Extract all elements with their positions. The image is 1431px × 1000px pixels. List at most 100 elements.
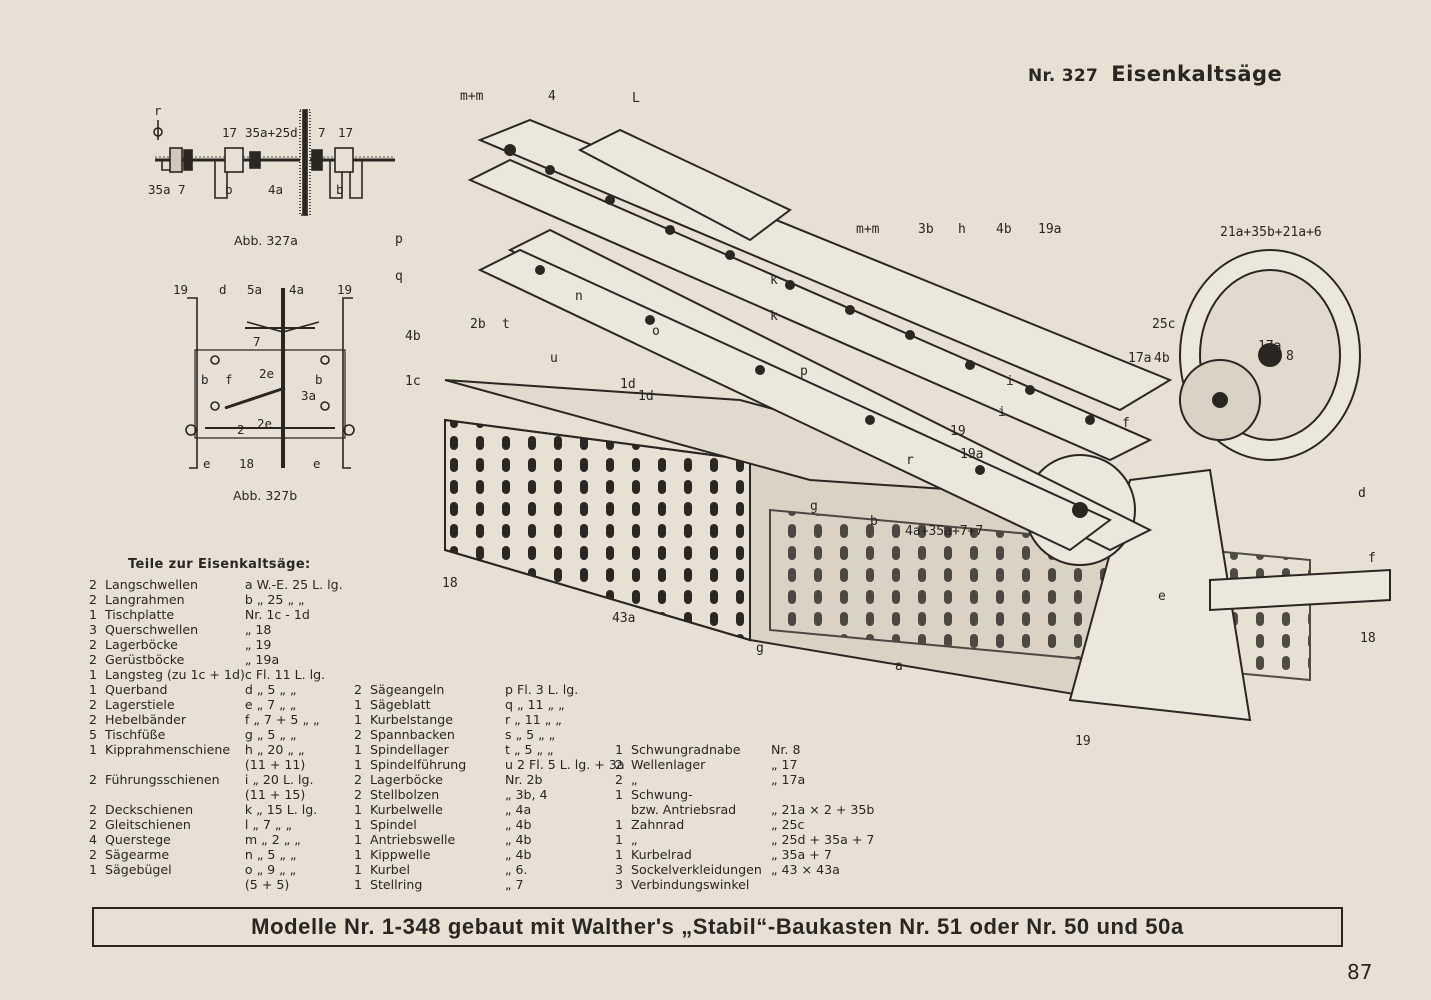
parts-spec: „ 17 (771, 757, 798, 772)
parts-spec: r „ 11 „ „ (505, 712, 562, 727)
label-18-left: 18 (442, 576, 458, 591)
label-h: h (958, 222, 966, 237)
parts-spec: Nr. 2b (505, 772, 543, 787)
parts-quantity: 2 (89, 772, 98, 787)
label-g1: g (810, 499, 818, 514)
parts-name: Lagerböcke (370, 772, 443, 787)
parts-name: Antriebswelle (370, 832, 456, 847)
parts-spec: g „ 5 „ „ (244, 727, 297, 742)
parts-name: Hebelbänder (105, 712, 187, 727)
fig-b-label-b1: b (201, 372, 209, 387)
label-19a: 19a (1038, 222, 1061, 237)
parts-name: Kurbelrad (631, 847, 692, 862)
fig-b-label-4a: 4a (289, 282, 304, 297)
parts-quantity: 2 (615, 772, 624, 787)
parts-quantity: 1 (89, 742, 98, 757)
parts-row: (5 + 5) (89, 877, 355, 892)
parts-quantity: 1 (89, 607, 98, 622)
parts-spec: (5 + 5) (244, 877, 290, 892)
parts-name: Lagerstiele (105, 697, 175, 712)
parts-quantity: 2 (354, 787, 363, 802)
parts-spec: „ 25c (771, 817, 805, 832)
parts-quantity: 2 (89, 652, 98, 667)
fig-b-label-7: 7 (253, 334, 261, 349)
parts-quantity: 5 (89, 727, 98, 742)
label-b: b (870, 514, 878, 529)
fig-b-label-e1: e (203, 456, 211, 471)
parts-spec: „ 4b (505, 847, 532, 862)
parts-spec: l „ 7 „ „ (244, 817, 292, 832)
parts-spec: „ 19 (244, 637, 272, 652)
label-19a-b: 19a (960, 447, 983, 462)
parts-quantity: 1 (354, 832, 363, 847)
label-1c: 1c (405, 374, 421, 389)
parts-name: Stellbolzen (370, 787, 440, 802)
parts-list-title: Teile zur Eisenkaltsäge: (128, 557, 311, 572)
fig-b-label-3a: 3a (301, 388, 316, 403)
label-43a: 43a (612, 611, 635, 626)
parts-name: Spindel (370, 817, 417, 832)
parts-quantity: 1 (89, 667, 98, 682)
label-25c: 25c (1152, 317, 1175, 332)
parts-spec: „ 4b (505, 817, 532, 832)
label-17a-b: 17a (1258, 339, 1281, 354)
parts-name (105, 757, 245, 772)
parts-spec: „ 19a (244, 652, 280, 667)
parts-name: Sägearme (105, 847, 170, 862)
parts-name (105, 787, 245, 802)
label-p2: p (800, 364, 808, 379)
parts-name: Spannbacken (370, 727, 455, 742)
parts-quantity: 2 (89, 637, 98, 652)
label-f: f (1122, 416, 1130, 431)
parts-quantity: 1 (354, 697, 363, 712)
parts-name: Schwungradnabe (631, 742, 741, 757)
parts-spec: u 2 Fl. 5 L. lg. + 3a (505, 757, 625, 772)
parts-spec: e „ 7 „ „ (244, 697, 297, 712)
label-1d-b: 1d (638, 389, 654, 404)
parts-name: „ (631, 832, 638, 847)
fig-b-caption: Abb. 327b (233, 488, 297, 503)
figure-327a: r 17 35a+25d 7 17 35a 7 b 4a b Abb. 327a (148, 103, 395, 248)
parts-quantity: 3 (615, 862, 624, 877)
fig-a-label-b2: b (336, 182, 344, 197)
label-n: n (575, 289, 583, 304)
fig-b-label-19a: 19 (173, 282, 188, 297)
parts-quantity (89, 787, 105, 802)
parts-name: Spindellager (370, 742, 449, 757)
parts-spec: k „ 15 L. lg. (244, 802, 318, 817)
fig-a-label-17a: 17 (222, 125, 237, 140)
page-number: 87 (1347, 960, 1373, 984)
parts-name: Gleitschienen (105, 817, 191, 832)
label-4b-b: 4b (1154, 351, 1170, 366)
footer-banner: Modelle Nr. 1-348 gebaut mit Walther's „… (92, 907, 1343, 947)
label-mm-top: m+m (460, 89, 484, 104)
parts-row: 1„„ 25d + 35a + 7 (615, 832, 874, 847)
label-g2: g (756, 641, 764, 656)
parts-name: Langschwellen (105, 577, 198, 592)
label-i2: i (998, 405, 1006, 420)
label-d: d (1358, 486, 1366, 501)
parts-quantity: 2 (354, 682, 363, 697)
figure-327b: 19 d 5a 4a 19 7 b f 2e b 3a 2 2e e 18 e … (173, 282, 355, 503)
parts-quantity: 2 (354, 772, 363, 787)
parts-spec: b „ 25 „ „ (244, 592, 305, 607)
parts-spec: c Fl. 11 L. lg. (244, 667, 326, 682)
parts-name (105, 877, 245, 892)
parts-name: Kippwelle (370, 847, 431, 862)
parts-quantity: 2 (354, 727, 363, 742)
parts-name: Kurbelwelle (370, 802, 443, 817)
parts-name: Führungsschienen (105, 772, 220, 787)
parts-quantity: 3 (89, 622, 98, 637)
parts-spec: s „ 5 „ „ (505, 727, 556, 742)
parts-quantity: 1 (354, 742, 363, 757)
parts-name: „ (631, 772, 638, 787)
